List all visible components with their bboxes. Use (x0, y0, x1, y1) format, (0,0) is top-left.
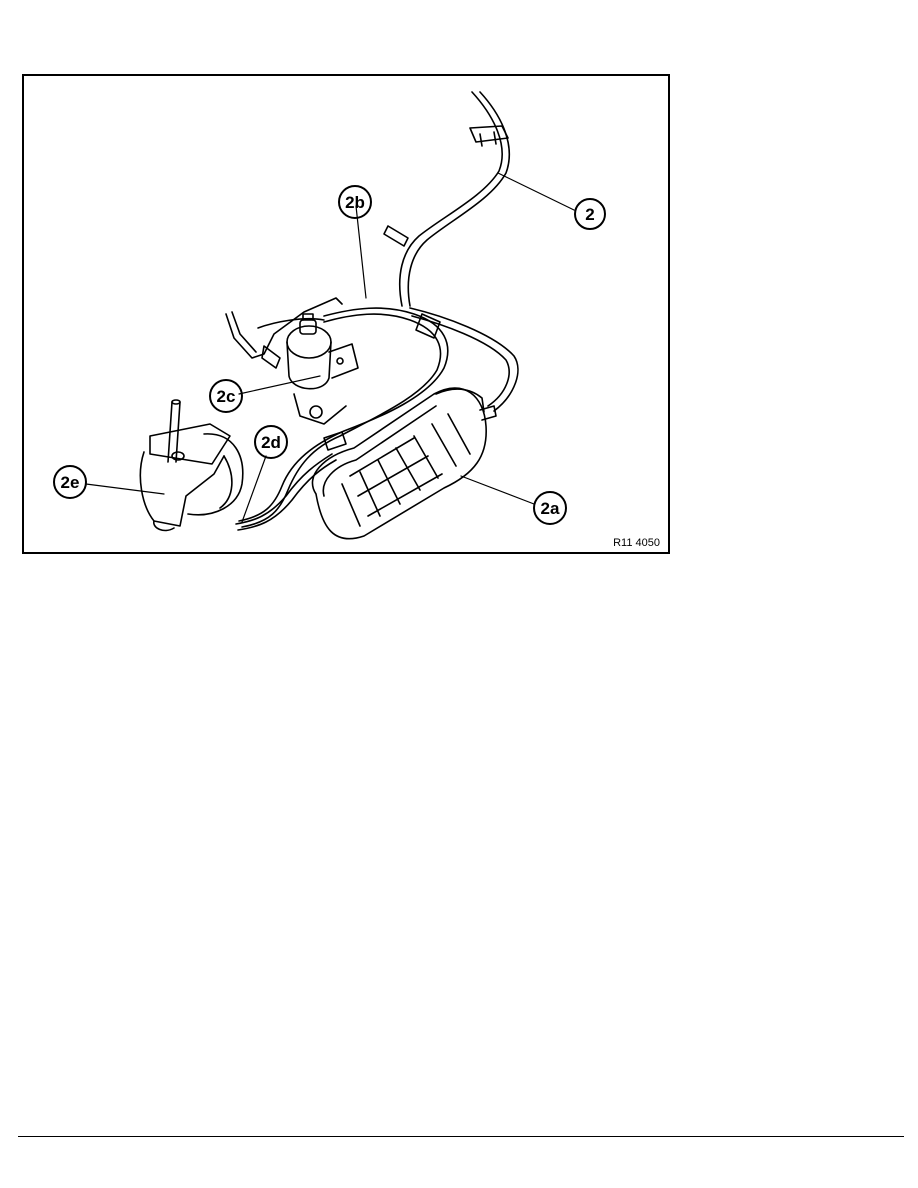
leader-lines (85, 172, 575, 523)
svg-text:2: 2 (585, 205, 594, 224)
evap-system-drawing: 2 2a 2b 2c 2d 2e (53, 91, 606, 540)
callout-2: 2 (574, 198, 606, 230)
engine-mount-2e (139, 399, 244, 532)
purge-valve-2c (225, 297, 359, 425)
callout-2b: 2b (338, 185, 372, 219)
callout-2c: 2c (209, 379, 243, 413)
figure-reference-code: R11 4050 (613, 537, 660, 549)
svg-text:2e: 2e (61, 473, 80, 492)
carbon-canister-2a (311, 387, 497, 540)
svg-text:2a: 2a (541, 499, 560, 518)
callout-2d: 2d (254, 425, 288, 459)
svg-text:2c: 2c (217, 387, 236, 406)
svg-text:2b: 2b (345, 193, 365, 212)
callout-2e: 2e (53, 465, 87, 499)
page-footer-rule (18, 1136, 904, 1137)
technical-illustration-frame: 2 2a 2b 2c 2d 2e R11 4050 (22, 74, 670, 554)
callout-2a: 2a (533, 491, 567, 525)
purge-line-2 (383, 91, 511, 307)
hose-2b (238, 307, 519, 528)
svg-text:2d: 2d (261, 433, 281, 452)
hose-2d (235, 453, 337, 531)
